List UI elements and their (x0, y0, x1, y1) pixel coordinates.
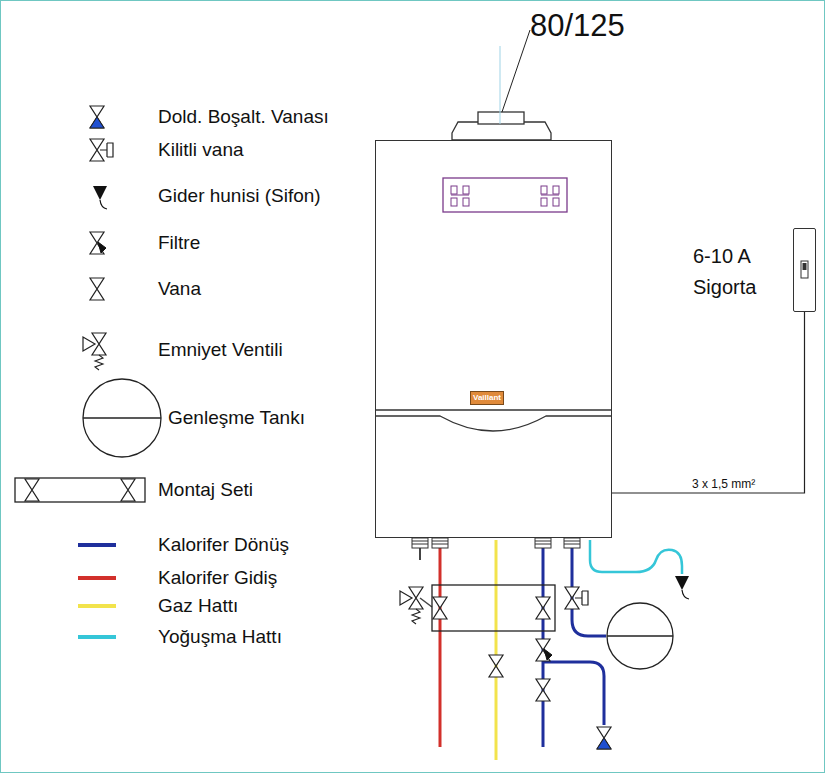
tank-symbol (607, 603, 673, 669)
pipe-fitting (412, 538, 428, 548)
drain-fill (597, 738, 611, 749)
funnel-tail (100, 200, 107, 209)
filter-mark (544, 649, 552, 660)
legend-symbols (15, 106, 161, 502)
legend-text: Emniyet Ventili (158, 339, 283, 361)
legend-text: Dold. Boşalt. Vanası (158, 106, 329, 128)
safety-spring (412, 609, 420, 624)
dimension-label: 80/125 (530, 8, 625, 43)
set-box (15, 478, 145, 502)
boiler-unit: Vaillant (375, 140, 612, 538)
gas-pipe (495, 540, 498, 760)
pipe-fitting (535, 538, 551, 548)
control-panel (443, 178, 567, 212)
legend-swatch (78, 543, 116, 547)
fuse-box: 6-10 A Sigorta (793, 228, 816, 312)
valve-symbol (433, 597, 447, 619)
fitting-line (412, 544, 428, 545)
fuse-switch (801, 261, 808, 278)
valve-symbol (536, 597, 550, 619)
supply-pipe (439, 548, 442, 747)
tank-symbol (83, 379, 161, 457)
legend-text: Yoğuşma Hattı (158, 626, 282, 648)
pipe-fitting (432, 538, 448, 548)
fuse-label: 6-10 A Sigorta (693, 241, 773, 303)
fitting-line (412, 541, 428, 542)
legend-text: Filtre (158, 232, 200, 254)
filter-mark (98, 242, 106, 253)
fitting-line (564, 544, 580, 545)
legend-text: Montaj Seti (158, 479, 253, 501)
fitting-line (535, 541, 551, 542)
legend-text: Vana (158, 278, 201, 300)
safety-side (400, 591, 412, 605)
drain-fill (90, 117, 104, 128)
legend-text: Kilitli vana (158, 139, 244, 161)
flue-axis (500, 46, 501, 124)
legend-text: Gider hunisi (Sifon) (158, 185, 321, 207)
flue-pipe (478, 112, 524, 124)
flue-adapter (452, 122, 551, 140)
funnel-tail (682, 590, 689, 599)
valve-symbol (489, 655, 503, 677)
leader-line (502, 30, 530, 112)
pipe-fitting (564, 538, 580, 548)
tank-line (607, 635, 673, 636)
valve-symbol (597, 727, 611, 749)
condensate-pipe (590, 540, 682, 574)
funnel-symbol (675, 576, 689, 590)
tank-line (83, 417, 161, 418)
legend-text: Genleşme Tankı (168, 407, 305, 429)
valve-symbol (90, 106, 104, 128)
fitting-line (432, 544, 448, 545)
relief-link (420, 598, 432, 607)
lock-handle (575, 591, 588, 605)
valve-symbol (25, 479, 39, 501)
legend-swatch (78, 604, 116, 608)
pipework (400, 538, 689, 760)
drain-branch (543, 662, 604, 725)
fitting-line (535, 544, 551, 545)
safety-spring (95, 355, 103, 370)
set-box (432, 585, 555, 631)
brand-logo: Vaillant (470, 391, 504, 405)
power-cable (612, 312, 805, 493)
legend-text: Gaz Hattı (158, 595, 238, 617)
legend-text: Kalorifer Dönüş (158, 534, 289, 556)
fitting-line (432, 541, 448, 542)
cable-label: 3 x 1,5 mm² (690, 477, 757, 491)
lock-handle (100, 143, 113, 157)
legend-text: Kalorifer Gidiş (158, 567, 277, 589)
valve-symbol (90, 278, 104, 300)
fitting-line (564, 541, 580, 542)
cover-line (375, 409, 612, 410)
funnel-symbol (93, 186, 107, 200)
relief-stub (419, 548, 421, 560)
valve-symbol (121, 479, 135, 501)
valve-symbol (536, 679, 550, 701)
legend-swatch (78, 576, 116, 580)
legend-swatch (78, 635, 116, 639)
cover-curve (375, 416, 612, 431)
safety-side (83, 337, 95, 351)
